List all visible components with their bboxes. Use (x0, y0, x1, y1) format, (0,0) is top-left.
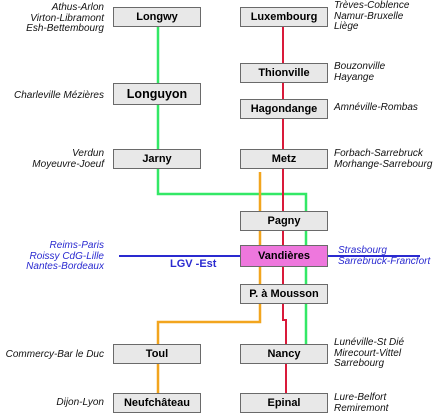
label-line: Lunéville-St Dié (334, 337, 405, 348)
station-thionville[interactable]: Thionville (240, 63, 328, 83)
label-metz-destinations: Forbach-Sarrebruck Morhange-Sarrebourg (334, 148, 433, 170)
label-line: Liège (334, 21, 359, 32)
label-line: Dijon-Lyon (56, 397, 104, 408)
label-thionville-destinations: Bouzonville Hayange (334, 61, 386, 83)
label-line: Trèves-Coblence (334, 0, 410, 11)
label-line: Sarrebruck-Francfort (338, 255, 431, 267)
label-line: Verdun (72, 148, 104, 159)
label-line: Hayange (334, 71, 375, 83)
label-line: Namur-Bruxelle (334, 10, 404, 22)
label-line: Sarrebourg (334, 358, 385, 369)
label-line: Virton-Libramont (30, 12, 104, 24)
label-line: Commercy-Bar le Duc (5, 349, 104, 360)
label-jarny-destinations: Verdun Moyeuvre-Joeuf (32, 148, 104, 170)
station-epinal[interactable]: Epinal (240, 393, 328, 413)
label-line: Strasbourg (338, 245, 387, 256)
station-hagondange[interactable]: Hagondange (240, 99, 328, 119)
station-toul[interactable]: Toul (113, 344, 201, 364)
label-line: Amnéville-Rombas (334, 102, 418, 113)
station-pagny[interactable]: Pagny (240, 211, 328, 231)
label-line: Reims-Paris (49, 240, 104, 251)
label-luxembourg-destinations: Trèves-Coblence Namur-Bruxelle Liège (334, 0, 410, 33)
label-line: Lure-Belfort (334, 392, 387, 403)
label-line: Morhange-Sarrebourg (334, 158, 433, 170)
label-hagondange-destinations: Amnéville-Rombas (334, 102, 418, 114)
station-jarny[interactable]: Jarny (113, 149, 201, 169)
station-luxembourg[interactable]: Luxembourg (240, 7, 328, 27)
label-line: Mirecourt-Vittel (334, 347, 402, 359)
station-longwy[interactable]: Longwy (113, 7, 201, 27)
label-line: Athus-Arlon (51, 2, 104, 13)
label-longuyon-destinations: Charleville Mézières (13, 90, 104, 102)
station-metz[interactable]: Metz (240, 149, 328, 169)
station-longuyon[interactable]: Longuyon (113, 83, 201, 105)
label-nancy-destinations: Lunéville-St Dié Mirecourt-Vittel Sarreb… (334, 337, 405, 370)
station-vandieres[interactable]: Vandières (240, 245, 328, 267)
label-line: Nantes-Bordeaux (26, 261, 104, 272)
green-line (156, 27, 308, 345)
station-pont-a-mousson[interactable]: P. à Mousson (240, 284, 328, 304)
label-longwy-destinations: Athus-Arlon Virton-Libramont Esh-Bettemb… (26, 2, 104, 35)
lgv-est-label: LGV -Est (170, 258, 217, 270)
station-nancy[interactable]: Nancy (240, 344, 328, 364)
label-line: Esh-Bettembourg (26, 23, 104, 34)
label-line: Charleville Mézières (13, 90, 104, 101)
label-line: Bouzonville (334, 61, 386, 72)
label-epinal-destinations: Lure-Belfort Remiremont (334, 392, 389, 414)
label-line: Forbach-Sarrebruck (334, 148, 423, 159)
station-neufchateau[interactable]: Neufchâteau (113, 393, 201, 413)
label-line: Roissy CdG-Lille (29, 250, 104, 262)
label-line: Remiremont (334, 402, 389, 414)
label-neufchateau-destinations: Dijon-Lyon (56, 397, 104, 409)
label-line: Moyeuvre-Joeuf (32, 158, 104, 170)
label-vandieres-west-destinations: Reims-Paris Roissy CdG-Lille Nantes-Bord… (26, 240, 104, 273)
label-vandieres-east-destinations: Strasbourg Sarrebruck-Francfort (338, 245, 431, 267)
label-toul-destinations: Commercy-Bar le Duc (5, 349, 104, 361)
